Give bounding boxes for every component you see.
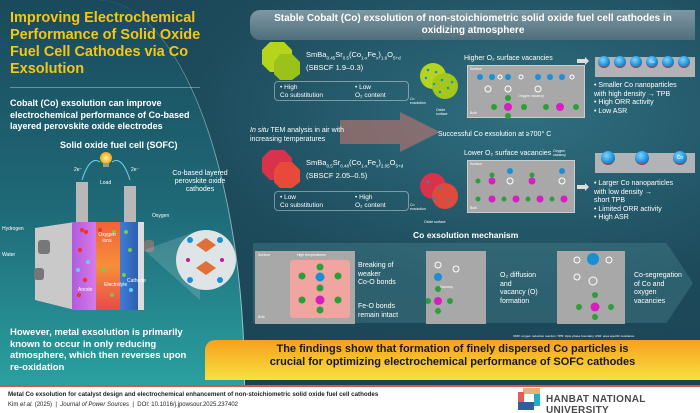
- sbscf-2.05-particle-icon: [262, 150, 300, 188]
- hydrogen-label: Hydrogen: [2, 226, 24, 232]
- sofc-diagram: [34, 152, 236, 310]
- formula-bottom: SmBa0.5Sr0.48(Co1-xFex)2.05O5+d (SBSCF 2…: [306, 158, 404, 180]
- vacancy-title-bottom: Lower O₂ surface vacancies: [464, 150, 552, 157]
- section-header-title: Stable Cobalt (Co) exsolution of non-sto…: [274, 13, 672, 36]
- formula-top-name: (SBSCF 1.9–0.3): [306, 62, 364, 72]
- arrow-icon: [577, 183, 589, 191]
- hydrogen-particles: [76, 227, 90, 298]
- citation-footer: Metal Co exsolution for catalyst design …: [0, 385, 700, 413]
- cathode-label: Cathode: [127, 278, 146, 284]
- mechanism-title: Co exsolution mechanism: [413, 230, 519, 240]
- university-name: HANBAT NATIONAL UNIVERSITY: [546, 394, 646, 413]
- lattice-schematic-bottom: Surface Bulk: [467, 160, 575, 213]
- exsolved-particle-bottom: [420, 173, 458, 209]
- infographic-poster: Improving Electrochemical Performance of…: [0, 0, 700, 385]
- co-nanoparticle: [635, 151, 649, 165]
- co-nanoparticle: Co: [673, 151, 687, 165]
- co-nanoparticle: [614, 56, 626, 68]
- divider: [10, 87, 200, 88]
- lattice-atoms-top: [477, 74, 579, 119]
- main-title: Improving Electrochemical Performance of…: [10, 10, 201, 77]
- oxide-surface-label-top: Oxide surface: [436, 108, 448, 116]
- oxygen-particles: [122, 230, 133, 292]
- formula-top: SmBa0.45Sr0.5(Co1-xFex)1.9O5+d (SBSCF 1.…: [306, 50, 401, 72]
- bond-atoms: [298, 263, 342, 314]
- sofc-title: Solid oxide fuel cell (SOFC): [60, 140, 178, 150]
- co-nanoparticle: Co: [646, 56, 658, 68]
- co-nanoparticle: [598, 56, 610, 68]
- conclusion-text: The findings show that formation of fine…: [269, 343, 636, 368]
- perovskite-magnifier: [176, 230, 236, 290]
- lattice-atoms-bottom: [475, 168, 568, 203]
- oxygen-label: Oxygen: [152, 213, 170, 219]
- success-text: Successful Co exsolution at ≥700° C: [438, 131, 552, 138]
- tem-arrow: [340, 112, 440, 152]
- diffusion-atoms: [426, 261, 460, 314]
- circuit-wire: [81, 160, 131, 181]
- citation-meta: Kim et al. (2025) | Journal of Power Sou…: [8, 402, 238, 408]
- anode-label: Anode: [78, 287, 93, 293]
- mechanism-step-3-panel: [557, 251, 625, 324]
- mechanism-step-2-panel: Vacancy: [426, 251, 486, 324]
- electron-label-left: 2e⁻: [74, 167, 83, 173]
- electron-label-right: 2e⁻: [131, 167, 140, 173]
- vacancy-title-top: Higher O₂ surface vacancies: [464, 55, 553, 62]
- arrow-icon: [577, 57, 589, 65]
- load-label: Load: [100, 180, 112, 186]
- co-nanoparticle: [601, 151, 615, 165]
- oxygen-ions-label: Oxygen ions: [98, 232, 116, 244]
- journal-name: Journal of Power Sources: [60, 402, 129, 408]
- oxygen-ion-particles: [98, 228, 116, 297]
- segregation-atoms: [573, 253, 614, 320]
- oxide-surface-label-bottom: Oxide surface: [424, 220, 446, 224]
- university-logo-icon: [518, 388, 540, 410]
- co-exsolution-label-top: Co exsolution: [410, 97, 426, 105]
- mechanism-step-1-panel: Surface High temperatures Bulk: [255, 251, 355, 324]
- lattice-schematic-top: Surface Bulk Oxygen vacancy: [467, 65, 585, 119]
- doi-link[interactable]: DOI: 10.1016/j.jpowsour.2025.237402: [137, 402, 238, 408]
- co-nanoparticle: [662, 56, 674, 68]
- perovskite-structure: [186, 237, 224, 283]
- sbscf-1.9-particle-icon: [262, 42, 300, 80]
- abbreviation-footnote: ORR: oxygen reduction reaction; TPB: tri…: [513, 334, 635, 338]
- oxygen-vacancy-label-bottom: Oxygen vacancy: [553, 149, 566, 157]
- co-nanoparticle: [678, 56, 690, 68]
- section-header: Stable Cobalt (Co) exsolution of non-sto…: [250, 10, 695, 40]
- conclusion-banner: The findings show that formation of fine…: [205, 340, 700, 380]
- water-label: Water: [2, 252, 16, 258]
- citation-title: Metal Co exsolution for catalyst design …: [8, 391, 379, 398]
- electrolyte-label: Electrolyte: [104, 282, 128, 288]
- intro-text: Cobalt (Co) exsolution can improve elect…: [10, 98, 190, 131]
- formula-bottom-name: (SBSCF 2.05–0.5): [306, 170, 368, 180]
- co-exsolution-label-bottom: Co exsolution: [410, 203, 426, 211]
- cathode-callout-label: Co-based layered perovskite oxide cathod…: [172, 170, 228, 193]
- exsolved-particle-top: [420, 63, 458, 99]
- caveat-text: However, metal exsolution is primarily k…: [10, 327, 187, 373]
- co-nanoparticle: [630, 56, 642, 68]
- lightbulb-icon: [100, 152, 112, 164]
